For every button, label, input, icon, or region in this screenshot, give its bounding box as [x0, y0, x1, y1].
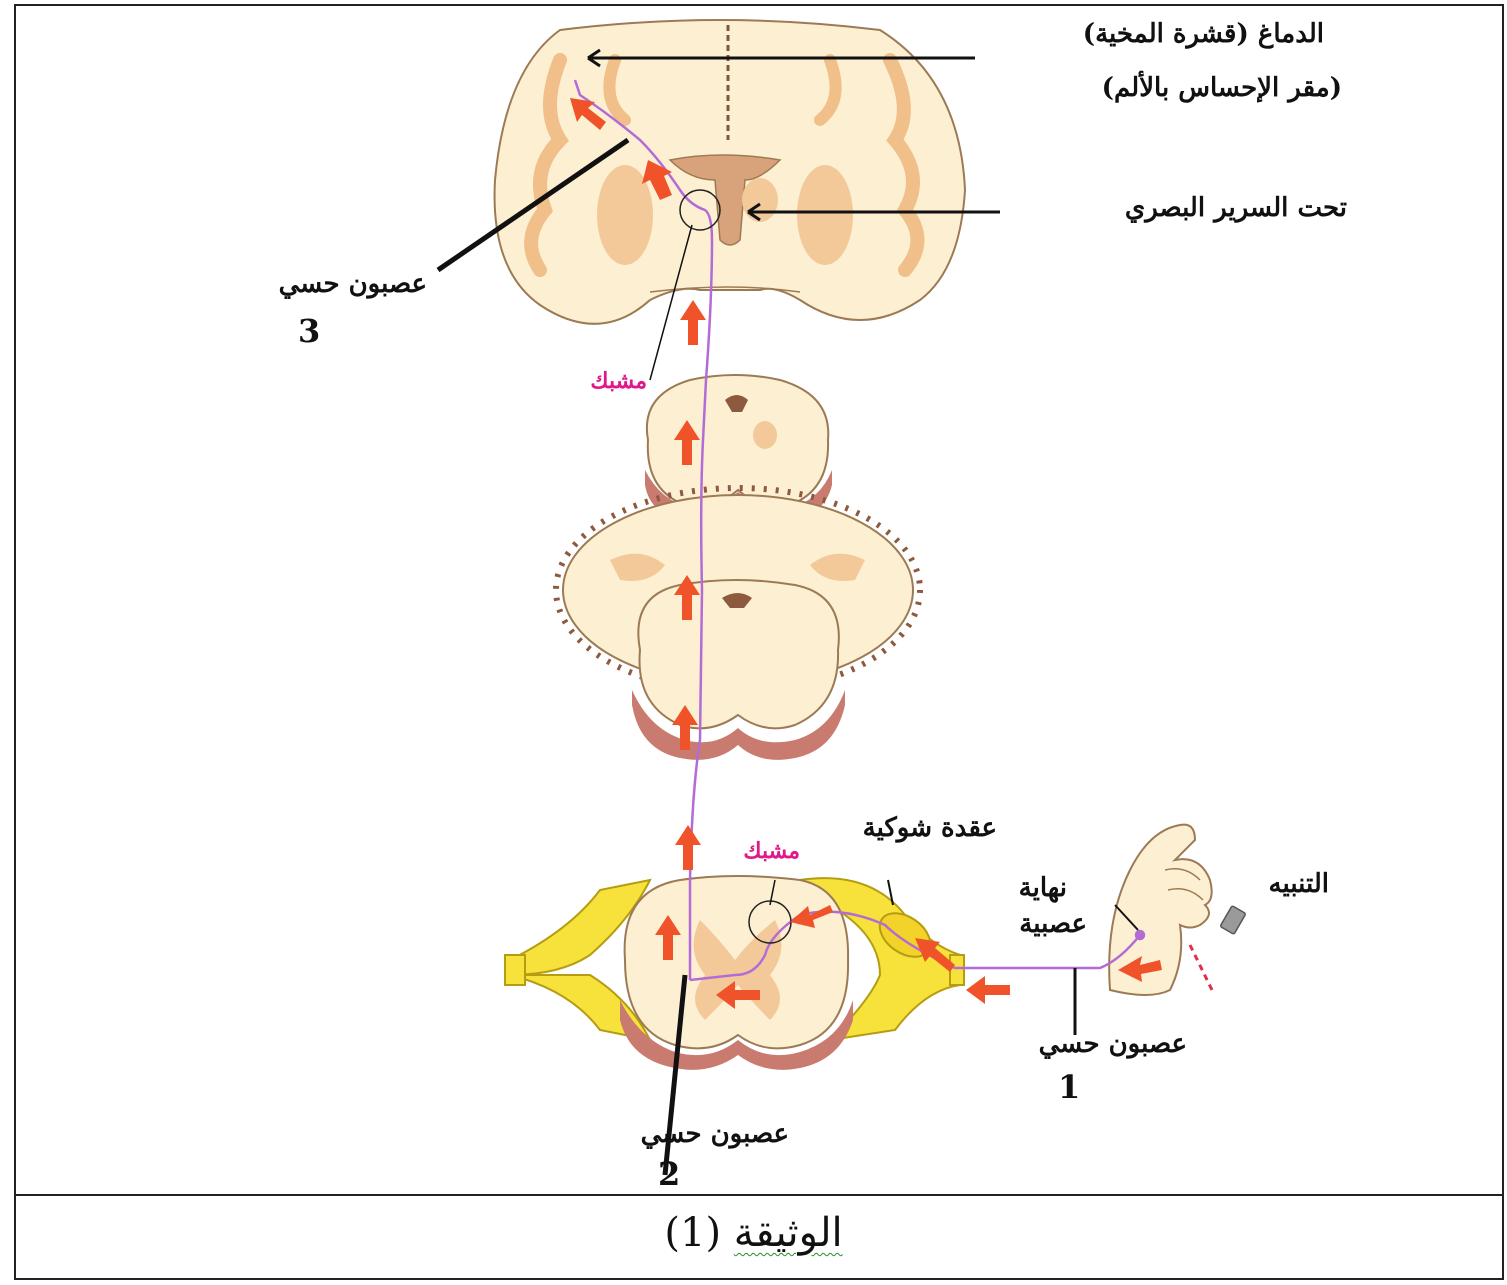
caption-number: (1): [664, 1210, 721, 1256]
stimulus-label: التنبيه: [1269, 868, 1329, 901]
brain-section: [495, 20, 965, 324]
sensory-neuron-2-label: عصبون حسي: [641, 1118, 789, 1151]
document-caption: الوثيقة (1): [0, 1210, 1507, 1256]
sensory-neuron-3-label: عصبون حسي: [279, 268, 427, 301]
neuron-number-2: 2: [658, 1155, 680, 1193]
spinal-ganglion-label: عقدة شوكية: [863, 812, 997, 845]
pain-perception-label: (مقر الإحساس بالألم): [1102, 72, 1342, 105]
neuron-number-1: 1: [1058, 1068, 1080, 1106]
pain-pathway-diagram: [0, 0, 1507, 1194]
sensory-neuron-1-label: عصبون حسي: [1039, 1028, 1187, 1061]
neuron-number-3: 3: [298, 312, 320, 350]
spinal-cord-section: [505, 876, 964, 1070]
brain-cortex-label: الدماغ (قشرة المخية): [1083, 18, 1324, 51]
nerve-ending-label-line2: عصبية: [1019, 908, 1087, 941]
thalamus-label: تحت السرير البصري: [1125, 192, 1347, 225]
caption-word: الوثيقة: [734, 1210, 843, 1256]
synapse-label-brain: مشبك: [590, 368, 647, 396]
synapse-label-cord: مشبك: [743, 838, 800, 866]
nerve-ending-label-line1: نهاية: [1019, 872, 1067, 905]
pons-section: [556, 488, 920, 760]
